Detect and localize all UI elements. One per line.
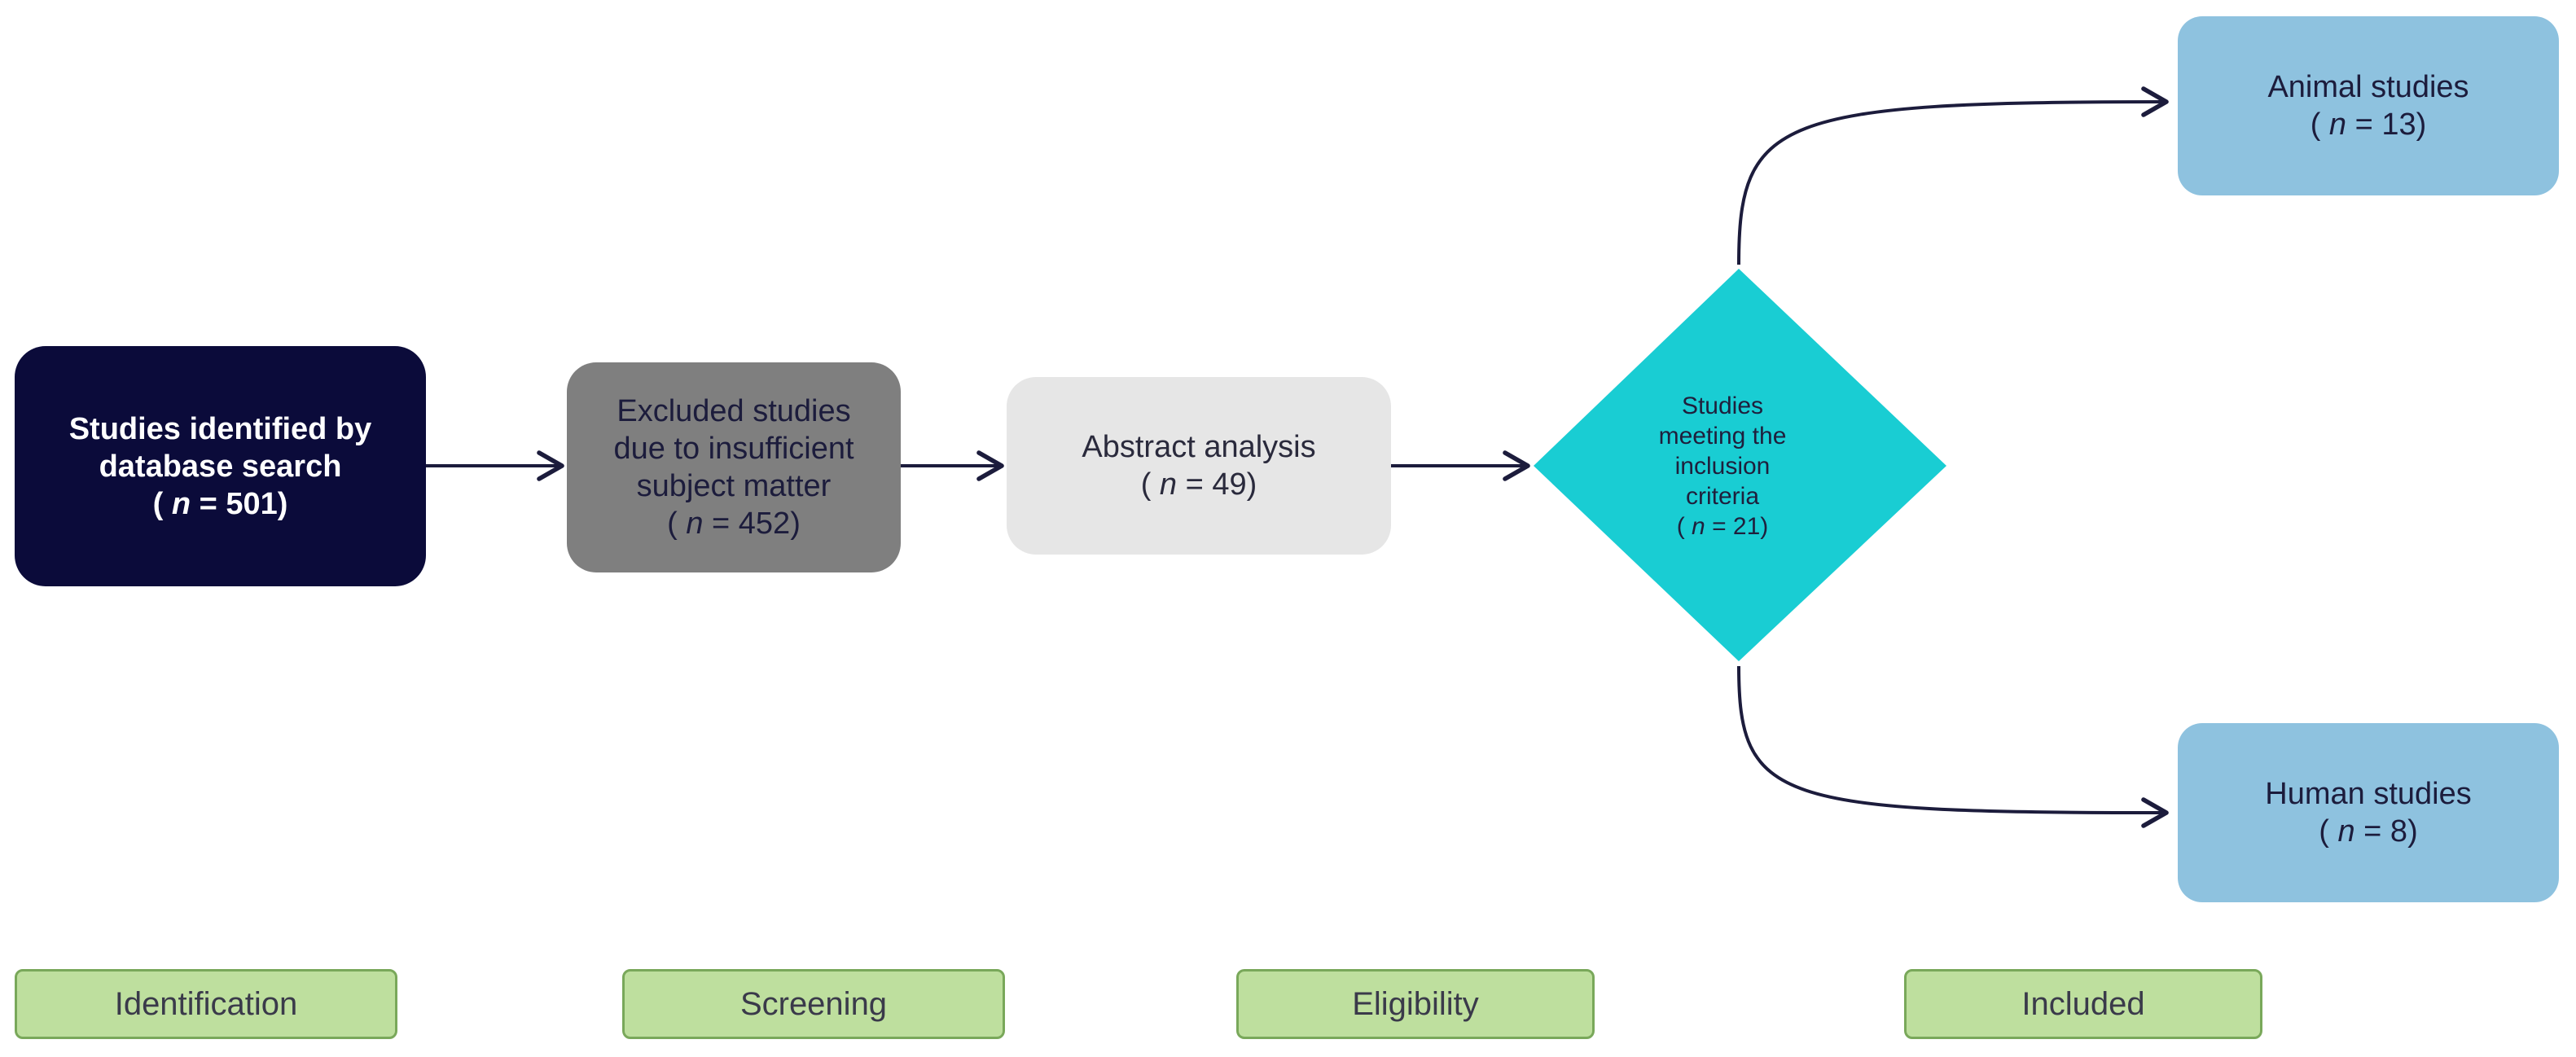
identified-line2: database search (99, 449, 342, 484)
inclusion-criteria-label: Studies meeting the inclusion criteria (… (1576, 326, 1869, 607)
animal-count: ( n = 13) (2310, 107, 2427, 142)
stage-screening: Screening (622, 969, 1005, 1039)
stage-included: Included (1904, 969, 2262, 1039)
excluded-count: ( n = 452) (667, 507, 801, 541)
criteria-line3: inclusion (1674, 453, 1771, 480)
animal-studies-box: Animal studies ( n = 13) (2178, 16, 2559, 195)
excluded-line2: due to insufficient (613, 432, 854, 466)
abstract-line1: Abstract analysis (1082, 430, 1316, 464)
stage-eligibility: Eligibility (1236, 969, 1595, 1039)
stage-identification: Identification (15, 969, 397, 1039)
human-studies-box: Human studies ( n = 8) (2178, 723, 2559, 902)
identified-count: ( n = 501) (152, 486, 288, 521)
abstract-analysis-box: Abstract analysis ( n = 49) (1007, 377, 1391, 555)
criteria-diamond (1534, 269, 1946, 661)
excluded-line1: Excluded studies (617, 394, 851, 428)
human-count: ( n = 8) (2319, 814, 2418, 849)
criteria-line2: meeting the (1658, 423, 1787, 450)
criteria-line1: Studies (1681, 393, 1764, 419)
excluded-studies-box: Excluded studies due to insufficient sub… (567, 362, 901, 572)
arrow-criteria-to-animal (1737, 86, 2169, 265)
arrow-criteria-to-human (1737, 665, 2169, 828)
studies-identified-box: Studies identified by database search ( … (15, 346, 426, 586)
animal-line1: Animal studies (2267, 70, 2469, 104)
identified-line1: Studies identified by (68, 411, 372, 446)
criteria-count: ( n = 21) (1676, 513, 1769, 540)
criteria-line4: criteria (1685, 483, 1759, 510)
excluded-line3: subject matter (636, 469, 832, 503)
abstract-count: ( n = 49) (1140, 467, 1257, 502)
human-line1: Human studies (2265, 777, 2472, 811)
